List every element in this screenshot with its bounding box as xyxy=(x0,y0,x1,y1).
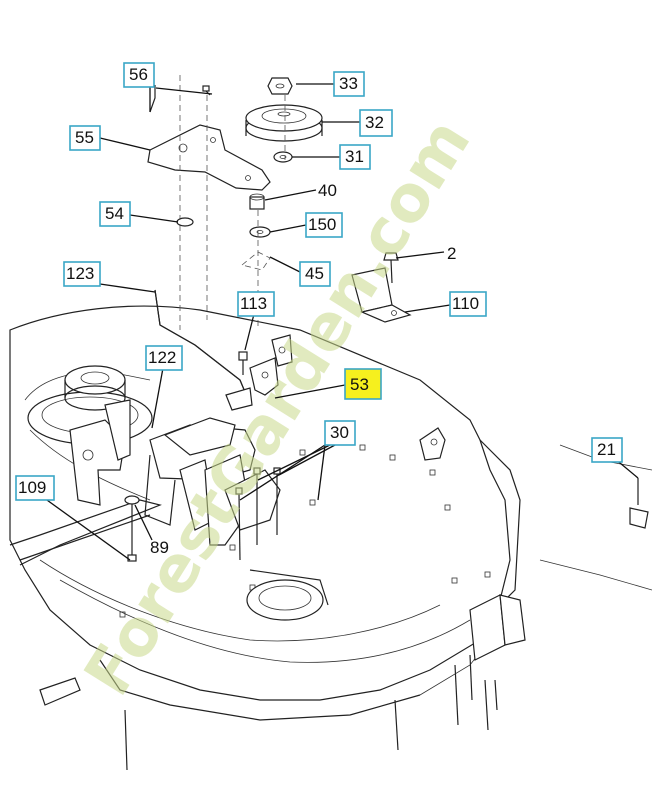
label-31: 31 xyxy=(339,144,371,170)
label-32: 32 xyxy=(359,109,393,137)
label-40: 40 xyxy=(318,181,337,200)
svg-text:55: 55 xyxy=(75,128,94,147)
leader-lines xyxy=(39,83,639,561)
svg-text:30: 30 xyxy=(330,423,349,442)
svg-text:54: 54 xyxy=(105,204,124,223)
label-110: 110 xyxy=(449,291,487,317)
svg-text:122: 122 xyxy=(148,348,176,367)
label-55: 55 xyxy=(69,125,101,151)
svg-text:33: 33 xyxy=(339,74,358,93)
svg-text:113: 113 xyxy=(240,294,267,313)
center-spindle-assembly xyxy=(144,417,329,621)
label-89: 89 xyxy=(150,538,169,557)
svg-text:45: 45 xyxy=(305,264,324,283)
bracket-53 xyxy=(225,334,293,411)
svg-text:110: 110 xyxy=(452,294,479,313)
label-54: 54 xyxy=(99,201,131,227)
label-122: 122 xyxy=(145,345,183,371)
bolt-113 xyxy=(238,351,248,375)
left-pulley-assembly xyxy=(27,365,153,506)
label-53-highlighted: 53 xyxy=(344,368,382,400)
svg-text:109: 109 xyxy=(18,478,46,497)
svg-text:56: 56 xyxy=(129,65,148,84)
bolt-2 xyxy=(383,252,399,284)
rod-123 xyxy=(154,289,246,393)
svg-text:53: 53 xyxy=(350,375,369,394)
label-113: 113 xyxy=(237,291,275,317)
svg-text:21: 21 xyxy=(597,440,616,459)
part-21 xyxy=(539,444,652,591)
svg-text:32: 32 xyxy=(365,113,384,132)
top-pulley-stack xyxy=(241,77,323,330)
label-21: 21 xyxy=(591,437,623,463)
part-labels: 56 33 32 31 40 150 45 2 110 55 xyxy=(15,62,623,557)
label-123: 123 xyxy=(63,261,101,287)
label-45: 45 xyxy=(299,261,331,287)
label-2: 2 xyxy=(447,244,456,263)
svg-text:123: 123 xyxy=(66,264,94,283)
plate-55 xyxy=(147,75,271,330)
label-30: 30 xyxy=(324,420,356,446)
lower-bolts xyxy=(39,654,498,771)
label-109: 109 xyxy=(15,475,55,501)
plate-110 xyxy=(351,267,412,323)
label-150: 150 xyxy=(305,212,343,238)
svg-text:150: 150 xyxy=(308,215,336,234)
washer-54 xyxy=(176,217,194,227)
svg-text:31: 31 xyxy=(345,147,364,166)
label-56: 56 xyxy=(123,62,155,88)
label-33: 33 xyxy=(333,71,365,97)
